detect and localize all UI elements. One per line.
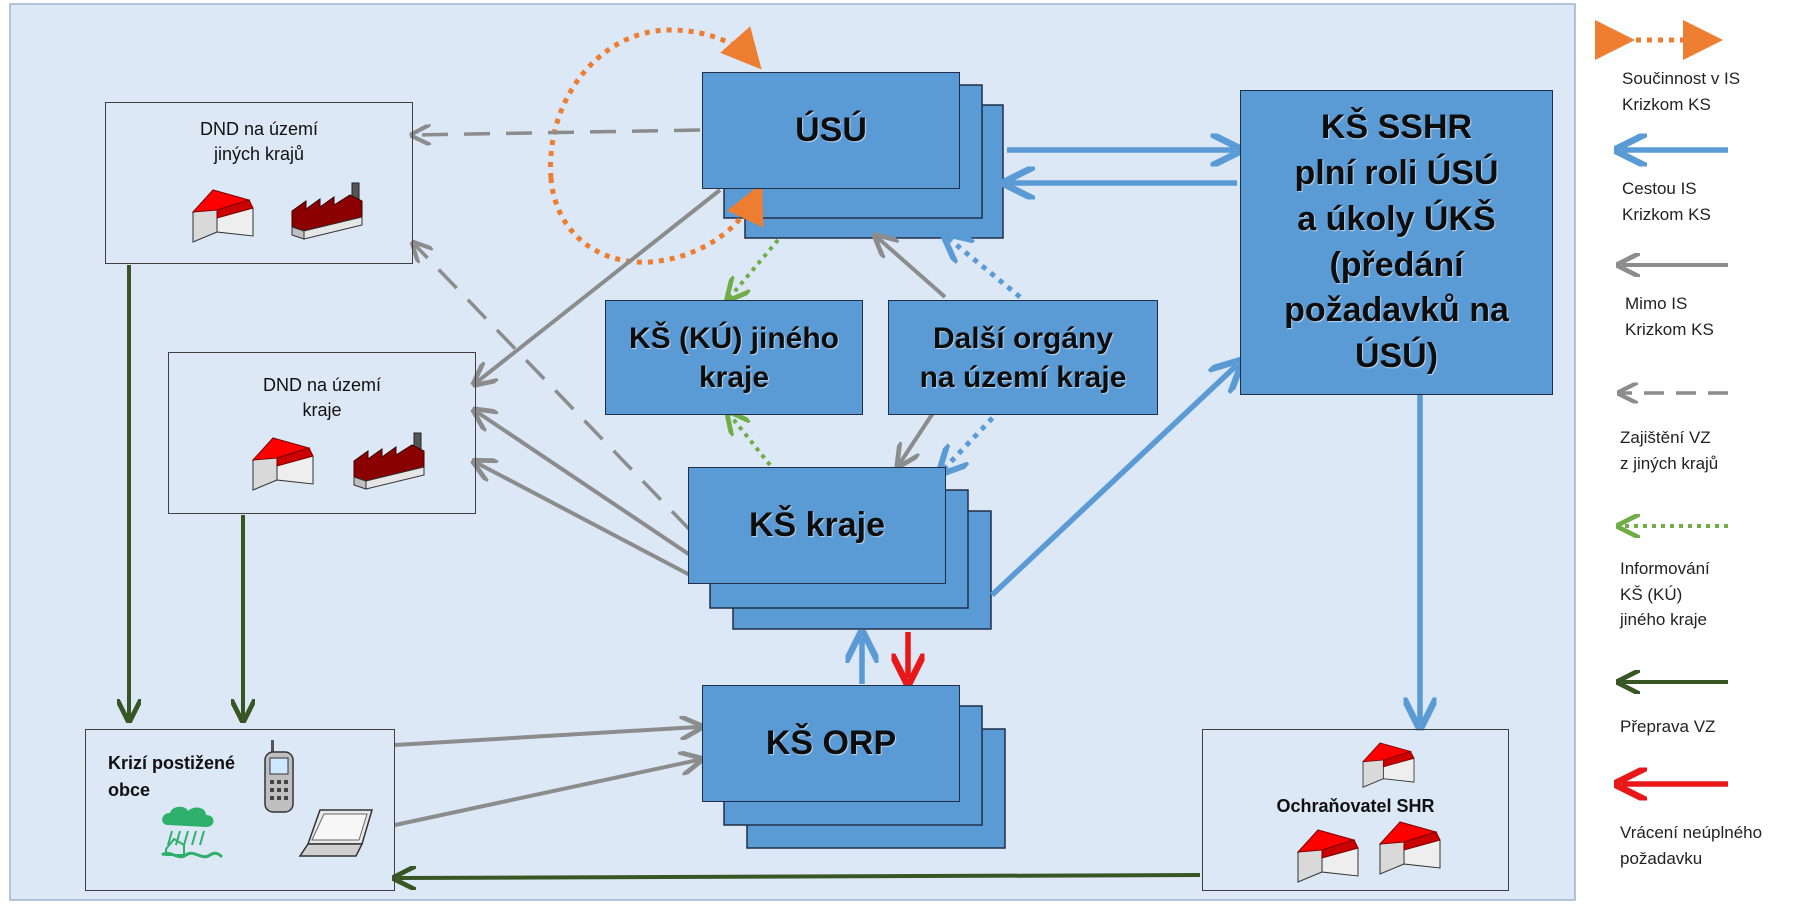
node-ks-sshr[interactable]: KŠ SSHR plní roli ÚSÚ a úkoly ÚKŠ (předá… xyxy=(1240,90,1553,395)
factory-icon xyxy=(353,432,425,490)
dashed-arrow-usu-to-dnd-jinych xyxy=(415,130,701,135)
arrow-dalsi-organy-to-ks-kraje xyxy=(900,408,937,463)
node-ks-sshr-label: KŠ SSHR plní roli ÚSÚ a úkoly ÚKŠ (předá… xyxy=(1284,107,1509,376)
node-dnd-kraje-label: DND na území kraje xyxy=(262,375,382,421)
node-ks-orp-label: KŠ ORP xyxy=(765,724,897,762)
node-ochranovatel-shr[interactable]: Ochraňovatel SHR xyxy=(1202,729,1509,891)
cooperation-loop-arrow-bottom xyxy=(548,177,764,265)
node-dalsi-organy-label: Další orgány na území kraje xyxy=(919,321,1127,394)
node-dnd-jinych-kraju-label: DND na území jiných krajů xyxy=(199,119,319,165)
node-ks-kraje-label: KŠ kraje xyxy=(748,506,886,544)
arrow-ks-kraje-to-ks-sshr xyxy=(990,365,1237,598)
node-usu-label: ÚSÚ xyxy=(795,111,867,149)
mobile-phone-icon xyxy=(264,740,294,813)
legend-label-mimo-is: Mimo IS Krizkom KS xyxy=(1625,294,1714,339)
node-krizi-postizene-obce[interactable]: Krizí postižené obce xyxy=(85,729,395,891)
legend-label-cooperation: Součinnost v IS Krizkom KS xyxy=(1622,69,1741,114)
cooperation-loop-arrow-top xyxy=(548,26,762,179)
arrow-obce-to-ks-orp-2 xyxy=(394,760,698,827)
house-icon xyxy=(1378,821,1441,875)
legend-label-preprava-vz: Přeprava VZ xyxy=(1620,717,1716,736)
legend-label-vraceni: Vrácení neúplného požadavku xyxy=(1620,823,1763,868)
laptop-icon xyxy=(298,809,374,857)
dotted-arrow-dalsi-organy-to-usu xyxy=(948,238,1022,299)
factory-icon xyxy=(291,182,363,240)
node-krizi-postizene-obce-label: Krizí postižené obce xyxy=(108,753,236,800)
node-ks-jineho-kraje-label: KŠ (KÚ) jiného kraje xyxy=(629,321,839,394)
house-icon xyxy=(1296,829,1359,883)
arrow-ks-kraje-to-dnd-kraje-2 xyxy=(477,463,691,577)
transport-arrow-ochranovatel-to-obce xyxy=(398,875,1201,878)
info-arrow-usu-to-ks-jineho xyxy=(730,238,780,297)
legend-label-is-krizkom: Cestou IS Krizkom KS xyxy=(1622,179,1711,224)
arrow-dalsi-organy-to-usu xyxy=(878,238,947,299)
arrow-ks-kraje-to-dnd-kraje-1 xyxy=(477,412,692,557)
node-ks-orp[interactable]: KŠ ORP xyxy=(702,685,960,802)
legend-label-zajisteni-vz: Zajištění VZ z jiných krajů xyxy=(1620,428,1719,473)
house-icon xyxy=(1361,742,1415,788)
node-ks-jineho-kraje[interactable]: KŠ (KÚ) jiného kraje xyxy=(605,300,863,415)
node-ks-kraje[interactable]: KŠ kraje xyxy=(688,467,946,584)
dotted-arrow-dalsi-organy-to-ks-kraje xyxy=(943,408,1002,470)
node-dnd-kraje[interactable]: DND na území kraje xyxy=(168,352,476,514)
node-dnd-jinych-kraju[interactable]: DND na území jiných krajů xyxy=(105,102,413,264)
node-usu[interactable]: ÚSÚ xyxy=(702,72,960,189)
node-dalsi-organy[interactable]: Další orgány na území kraje xyxy=(888,300,1158,415)
flood-icon xyxy=(161,806,224,859)
dashed-arrow-ks-kraje-to-dnd-jinych xyxy=(415,245,692,532)
house-icon xyxy=(251,437,314,491)
node-ochranovatel-shr-label: Ochraňovatel SHR xyxy=(1276,796,1435,816)
info-arrow-ks-kraje-to-ks-jineho xyxy=(730,415,772,467)
arrow-usu-to-dnd-kraje xyxy=(477,188,722,382)
house-icon xyxy=(191,189,254,243)
arrow-obce-to-ks-orp-1 xyxy=(394,727,698,747)
legend-label-informovani: Informování KŠ (KÚ) jiného kraje xyxy=(1620,559,1710,629)
